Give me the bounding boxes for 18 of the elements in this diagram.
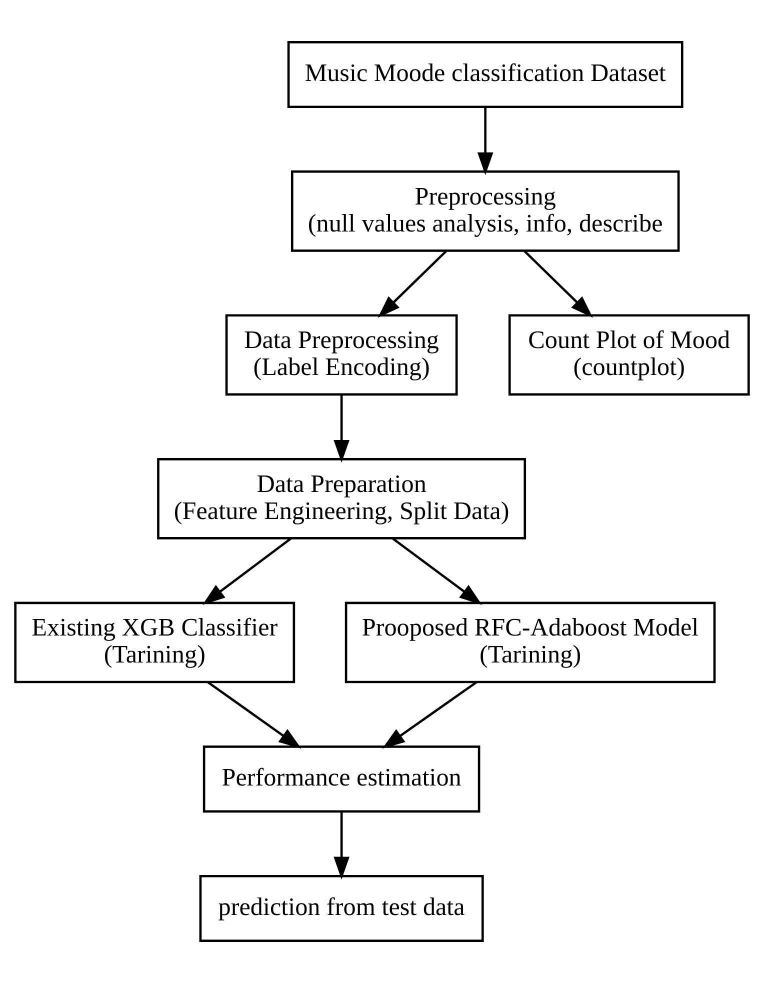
arrow xyxy=(378,250,447,318)
node-box: Count Plot of Mood (countplot) xyxy=(508,314,750,396)
arrow xyxy=(202,537,292,605)
arrow xyxy=(524,250,593,318)
node-box: Preprocessing (null values analysis, info, describe xyxy=(290,170,680,252)
arrow xyxy=(382,681,478,749)
arrow xyxy=(207,681,302,749)
node-box: prediction from test data xyxy=(199,874,484,942)
arrow xyxy=(392,537,482,605)
arrow xyxy=(334,395,350,463)
node-box: Data Preprocessing (Label Encoding) xyxy=(225,314,458,396)
node-box: Music Moode classification Dataset xyxy=(287,41,684,108)
arrow xyxy=(334,812,350,880)
node-box: Performance estimation xyxy=(202,746,480,813)
node-box: Existing XGB Classifier (Tarining) xyxy=(14,602,296,684)
node-box: Data Preparation (Feature Engineering, Split Data) xyxy=(157,458,526,540)
node-box: Prooposed RFC-Adaboost Model (Tarining) xyxy=(344,602,716,684)
arrow xyxy=(477,107,494,176)
